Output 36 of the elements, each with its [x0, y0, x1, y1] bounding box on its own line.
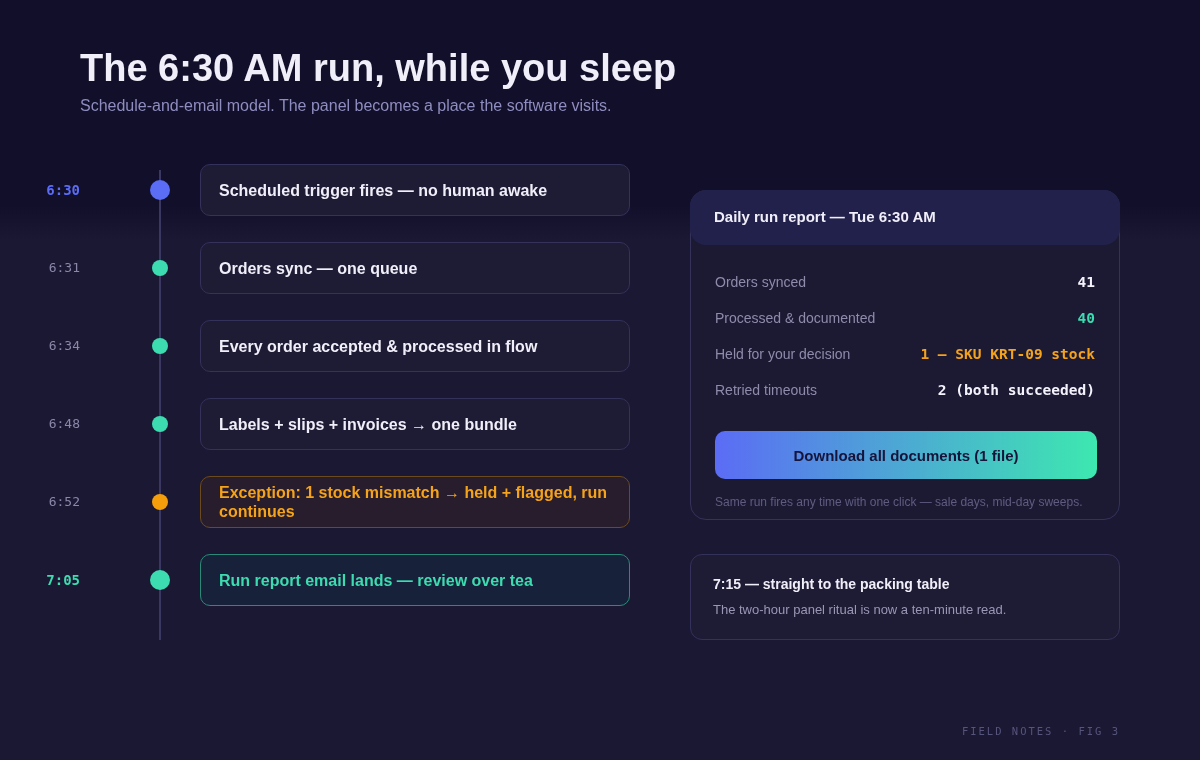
row-label: Retried timeouts [715, 381, 817, 400]
title: The 6:30 AM run, while you sleep [80, 46, 677, 91]
summary-heading: 7:15 — straight to the packing table [713, 575, 950, 594]
note-text: Same run fires any time with one click — sale days, mid-day sweeps. [715, 494, 1083, 510]
step-text: Every order accepted & processed in flow [219, 336, 538, 356]
step-text: Exception: 1 stock mismatch → held + flagged, run continues [219, 483, 609, 521]
time-label: 6:34 [48, 337, 80, 355]
time-label: 7:05 [46, 571, 80, 590]
step-box [200, 164, 630, 216]
subtitle: Schedule-and-email model. The panel becomes a place the software visits. [80, 96, 612, 116]
report-title: Daily run report — Tue 6:30 AM [714, 207, 936, 227]
time-label: 6:31 [48, 259, 80, 277]
summary-card [690, 554, 1120, 640]
row-value: 2 (both succeeded) [937, 381, 1095, 400]
time-label: 6:52 [48, 493, 80, 511]
row-value: 1 — SKU KRT-09 stock [920, 345, 1095, 364]
step-box [200, 320, 630, 372]
summary-text: The two-hour panel ritual is now a ten-minute read. [713, 601, 1007, 619]
step-box [200, 554, 630, 606]
step-text: Scheduled trigger fires — no human awake [219, 180, 548, 200]
step-box [200, 476, 630, 528]
row-value: 41 [1077, 273, 1095, 292]
time-label: 6:48 [48, 415, 80, 433]
row-value: 40 [1077, 309, 1095, 328]
footer-note: FIELD NOTES · FIG 3 [961, 725, 1120, 737]
download-button: Download all documents (1 file) [715, 431, 1097, 479]
row-label: Held for your decision [715, 345, 851, 364]
step-text: Run report email lands — review over tea [219, 570, 533, 590]
row-label: Orders synced [715, 273, 807, 292]
step-text: Orders sync — one queue [219, 258, 418, 278]
report-card [690, 190, 1120, 520]
row-label: Processed & documented [715, 309, 876, 328]
step-box [200, 398, 630, 450]
step-box [200, 242, 630, 294]
step-text: Labels + slips + invoices → one bundle [219, 414, 517, 434]
time-label: 6:30 [46, 181, 80, 200]
